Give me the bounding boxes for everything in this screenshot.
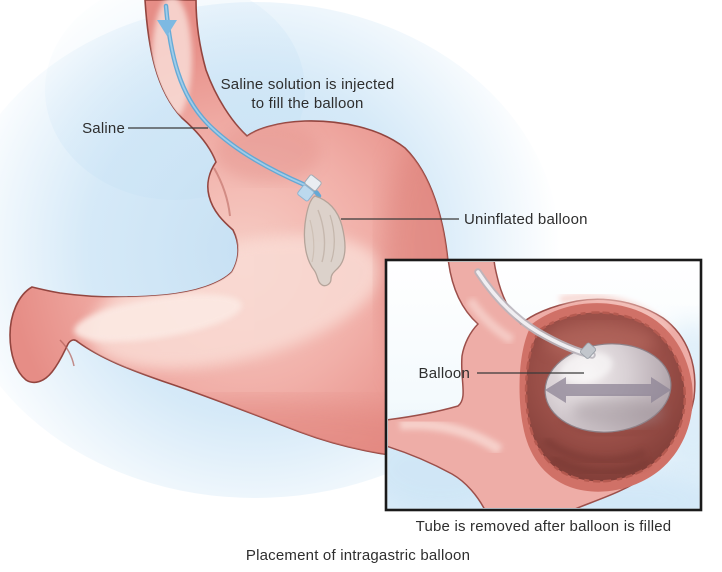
- label-balloon: Balloon: [418, 365, 470, 382]
- inflated-balloon: [544, 343, 672, 433]
- rugae-fold: [550, 455, 650, 476]
- saline-tube: [157, 3, 322, 202]
- cardia-crease: [213, 167, 231, 217]
- inset-caption: Tube is removed after balloon is filled: [415, 518, 672, 535]
- injection-note: Saline solution is injected to fill the …: [220, 76, 395, 112]
- tube-balloon-connector: [579, 342, 597, 359]
- cardia-shading: [216, 122, 320, 182]
- inset-illustration: [388, 262, 699, 508]
- uninflated-balloon: [303, 195, 346, 287]
- inset-antrum-highlight: [399, 419, 503, 455]
- balloon-wrinkle: [329, 214, 335, 263]
- duodenum-crease: [59, 339, 75, 367]
- label-saline: Saline: [82, 120, 125, 137]
- saline-flow-arrow-icon: [157, 20, 177, 36]
- balloon-wrinkle: [317, 209, 326, 263]
- antrum-highlight: [73, 294, 243, 342]
- rugae-fold: [542, 436, 647, 465]
- balloon-shade: [571, 397, 663, 427]
- inset-esophagus-highlight: [466, 297, 515, 344]
- inset-filling-tube: [474, 268, 597, 359]
- balloon-expansion-arrow-icon: [545, 377, 671, 403]
- label-uninflated-balloon: Uninflated balloon: [464, 211, 588, 228]
- tube-connector: [297, 174, 322, 202]
- balloon-shine: [559, 352, 613, 384]
- balloon-wrinkle: [309, 219, 315, 263]
- inset-dome-highlight: [559, 293, 671, 333]
- figure-caption: Placement of intragastric balloon: [245, 547, 471, 564]
